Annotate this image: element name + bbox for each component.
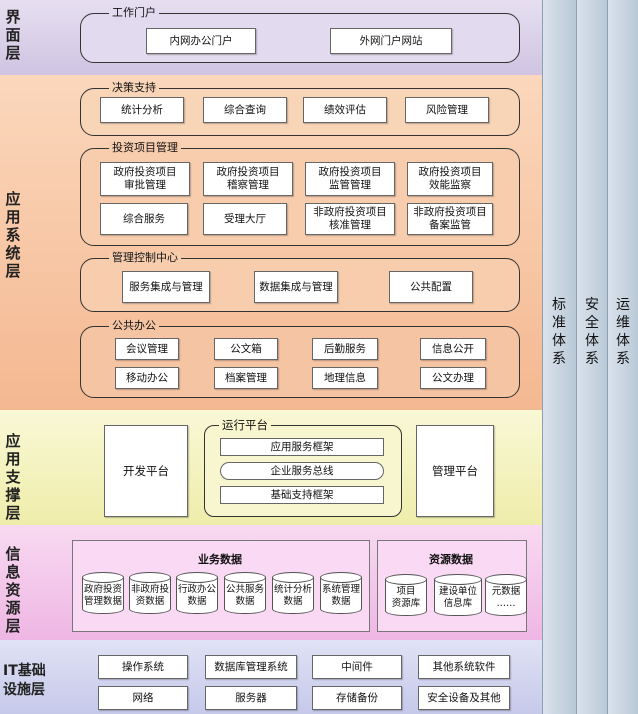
work-portal-title: 工作门户 [109,7,159,19]
risk-management-box[interactable]: 风险管理 [405,97,489,123]
ops-column [607,0,638,714]
gov-inspection-box[interactable]: 政府投资项目 稽察管理 [203,162,293,196]
builder-info-db-label: 建设单位 信息库 [438,586,477,609]
doc-processing-box[interactable]: 公文办理 [420,367,486,389]
resource-data-title: 资源数据 [429,553,473,566]
system-mgmt-db-label: 系统管理 数据 [321,584,360,607]
gov-invest-db[interactable]: 政府投资 管理数据 [82,572,124,616]
standard-column [542,0,577,714]
project-resource-db[interactable]: 项目 资源库 [385,574,427,618]
it-layer-label-line1: IT基础 [3,663,46,679]
gov-approval-box[interactable]: 政府投资项目 审批管理 [100,162,190,196]
statistics-analysis-box[interactable]: 统计分析 [100,97,184,123]
dev-platform-box[interactable]: 开发平台 [104,425,188,517]
geo-info-box[interactable]: 地理信息 [312,367,378,389]
general-service-box[interactable]: 综合服务 [100,203,188,235]
cylinder-body [129,577,171,614]
it-layer-label-line2: 设施层 [3,682,45,698]
cylinder-top [272,572,314,583]
cylinder-body [82,577,124,614]
business-data-title: 业务数据 [198,553,242,566]
security-column [576,0,608,714]
intranet-portal-box[interactable]: 内网办公门户 [146,28,256,54]
standard-system-label: 标准体系 [552,297,566,367]
service-hall-box[interactable]: 受理大厅 [203,203,287,235]
cylinder-top [485,574,527,585]
gov-supervision-box[interactable]: 政府投资项目 监管管理 [305,162,395,196]
admin-office-db-label: 行政办公 数据 [177,584,216,607]
service-integration-box[interactable]: 服务集成与管理 [122,271,210,303]
nongov-approval-box[interactable]: 非政府投资项目 核准管理 [305,203,395,235]
cylinder-top [176,572,218,583]
security-system-label: 安全体系 [585,297,599,367]
admin-office-db[interactable]: 行政办公 数据 [176,572,218,616]
logistics-box[interactable]: 后勤服务 [312,338,378,360]
cylinder-body [176,577,218,614]
cylinder-body [224,577,266,614]
builder-info-db[interactable]: 建设单位 信息库 [434,574,482,618]
investment-mgmt-title: 投资项目管理 [109,142,181,154]
cylinder-body [434,579,482,616]
stats-analysis-db-label: 统计分析 数据 [273,584,312,607]
it-layer-label: IT基础 设施层 [3,662,63,700]
os-box[interactable]: 操作系统 [98,655,188,679]
cylinder-top [129,572,171,583]
common-config-box[interactable]: 公共配置 [389,271,473,303]
metadata-db-label: 元数据 …… [491,586,521,609]
cylinder-body [385,579,427,616]
comprehensive-query-box[interactable]: 综合查询 [203,97,287,123]
nongov-invest-db[interactable]: 非政府投 资数据 [129,572,171,616]
mobile-office-box[interactable]: 移动办公 [115,367,179,389]
stats-analysis-db[interactable]: 统计分析 数据 [272,572,314,616]
runtime-platform-title: 运行平台 [219,419,271,431]
info-disclosure-box[interactable]: 信息公开 [420,338,486,360]
public-service-db[interactable]: 公共服务 数据 [224,572,266,616]
server-box[interactable]: 服务器 [205,686,297,710]
mgmt-platform-box[interactable]: 管理平台 [416,425,494,517]
control-center-title: 管理控制中心 [109,252,181,264]
network-box[interactable]: 网络 [98,686,188,710]
middleware-box[interactable]: 中间件 [312,655,402,679]
application-layer-label: 应用系统层 [5,190,21,280]
cylinder-top [82,572,124,583]
cylinder-body [272,577,314,614]
public-office-title: 公共办公 [109,320,159,332]
enterprise-service-bus-box[interactable]: 企业服务总线 [220,462,384,480]
nongov-invest-db-label: 非政府投 资数据 [130,584,169,607]
gov-invest-db-label: 政府投资 管理数据 [83,584,122,607]
data-integration-box[interactable]: 数据集成与管理 [254,271,338,303]
performance-eval-box[interactable]: 绩效评估 [303,97,387,123]
cylinder-body [485,579,527,616]
cylinder-top [320,572,362,583]
support-layer-label: 应用支撑层 [5,432,21,522]
cylinder-top [434,574,482,585]
cylinder-body [320,577,362,614]
other-software-box[interactable]: 其他系统软件 [418,655,510,679]
cylinder-top [224,572,266,583]
dbms-box[interactable]: 数据库管理系统 [205,655,297,679]
base-support-framework-box[interactable]: 基础支持框架 [220,486,384,504]
system-mgmt-db[interactable]: 系统管理 数据 [320,572,362,616]
security-devices-box[interactable]: 安全设备及其他 [418,686,510,710]
info-layer-label: 信息资源层 [5,545,21,635]
gov-efficiency-box[interactable]: 政府投资项目 效能监察 [407,162,493,196]
public-service-db-label: 公共服务 数据 [225,584,264,607]
extranet-portal-box[interactable]: 外网门户网站 [330,28,452,54]
meeting-mgmt-box[interactable]: 会议管理 [115,338,179,360]
archive-mgmt-box[interactable]: 档案管理 [214,367,278,389]
cylinder-top [385,574,427,585]
interface-layer-label: 界面层 [5,8,21,62]
metadata-db[interactable]: 元数据 …… [485,574,527,618]
app-service-framework-box[interactable]: 应用服务框架 [220,438,384,456]
decision-support-title: 决策支持 [109,82,159,94]
doc-inbox-box[interactable]: 公文箱 [214,338,278,360]
ops-system-label: 运维体系 [616,297,630,367]
storage-backup-box[interactable]: 存储备份 [312,686,402,710]
project-resource-db-label: 项目 资源库 [391,586,421,609]
nongov-filing-box[interactable]: 非政府投资项目 备案监管 [407,203,493,235]
